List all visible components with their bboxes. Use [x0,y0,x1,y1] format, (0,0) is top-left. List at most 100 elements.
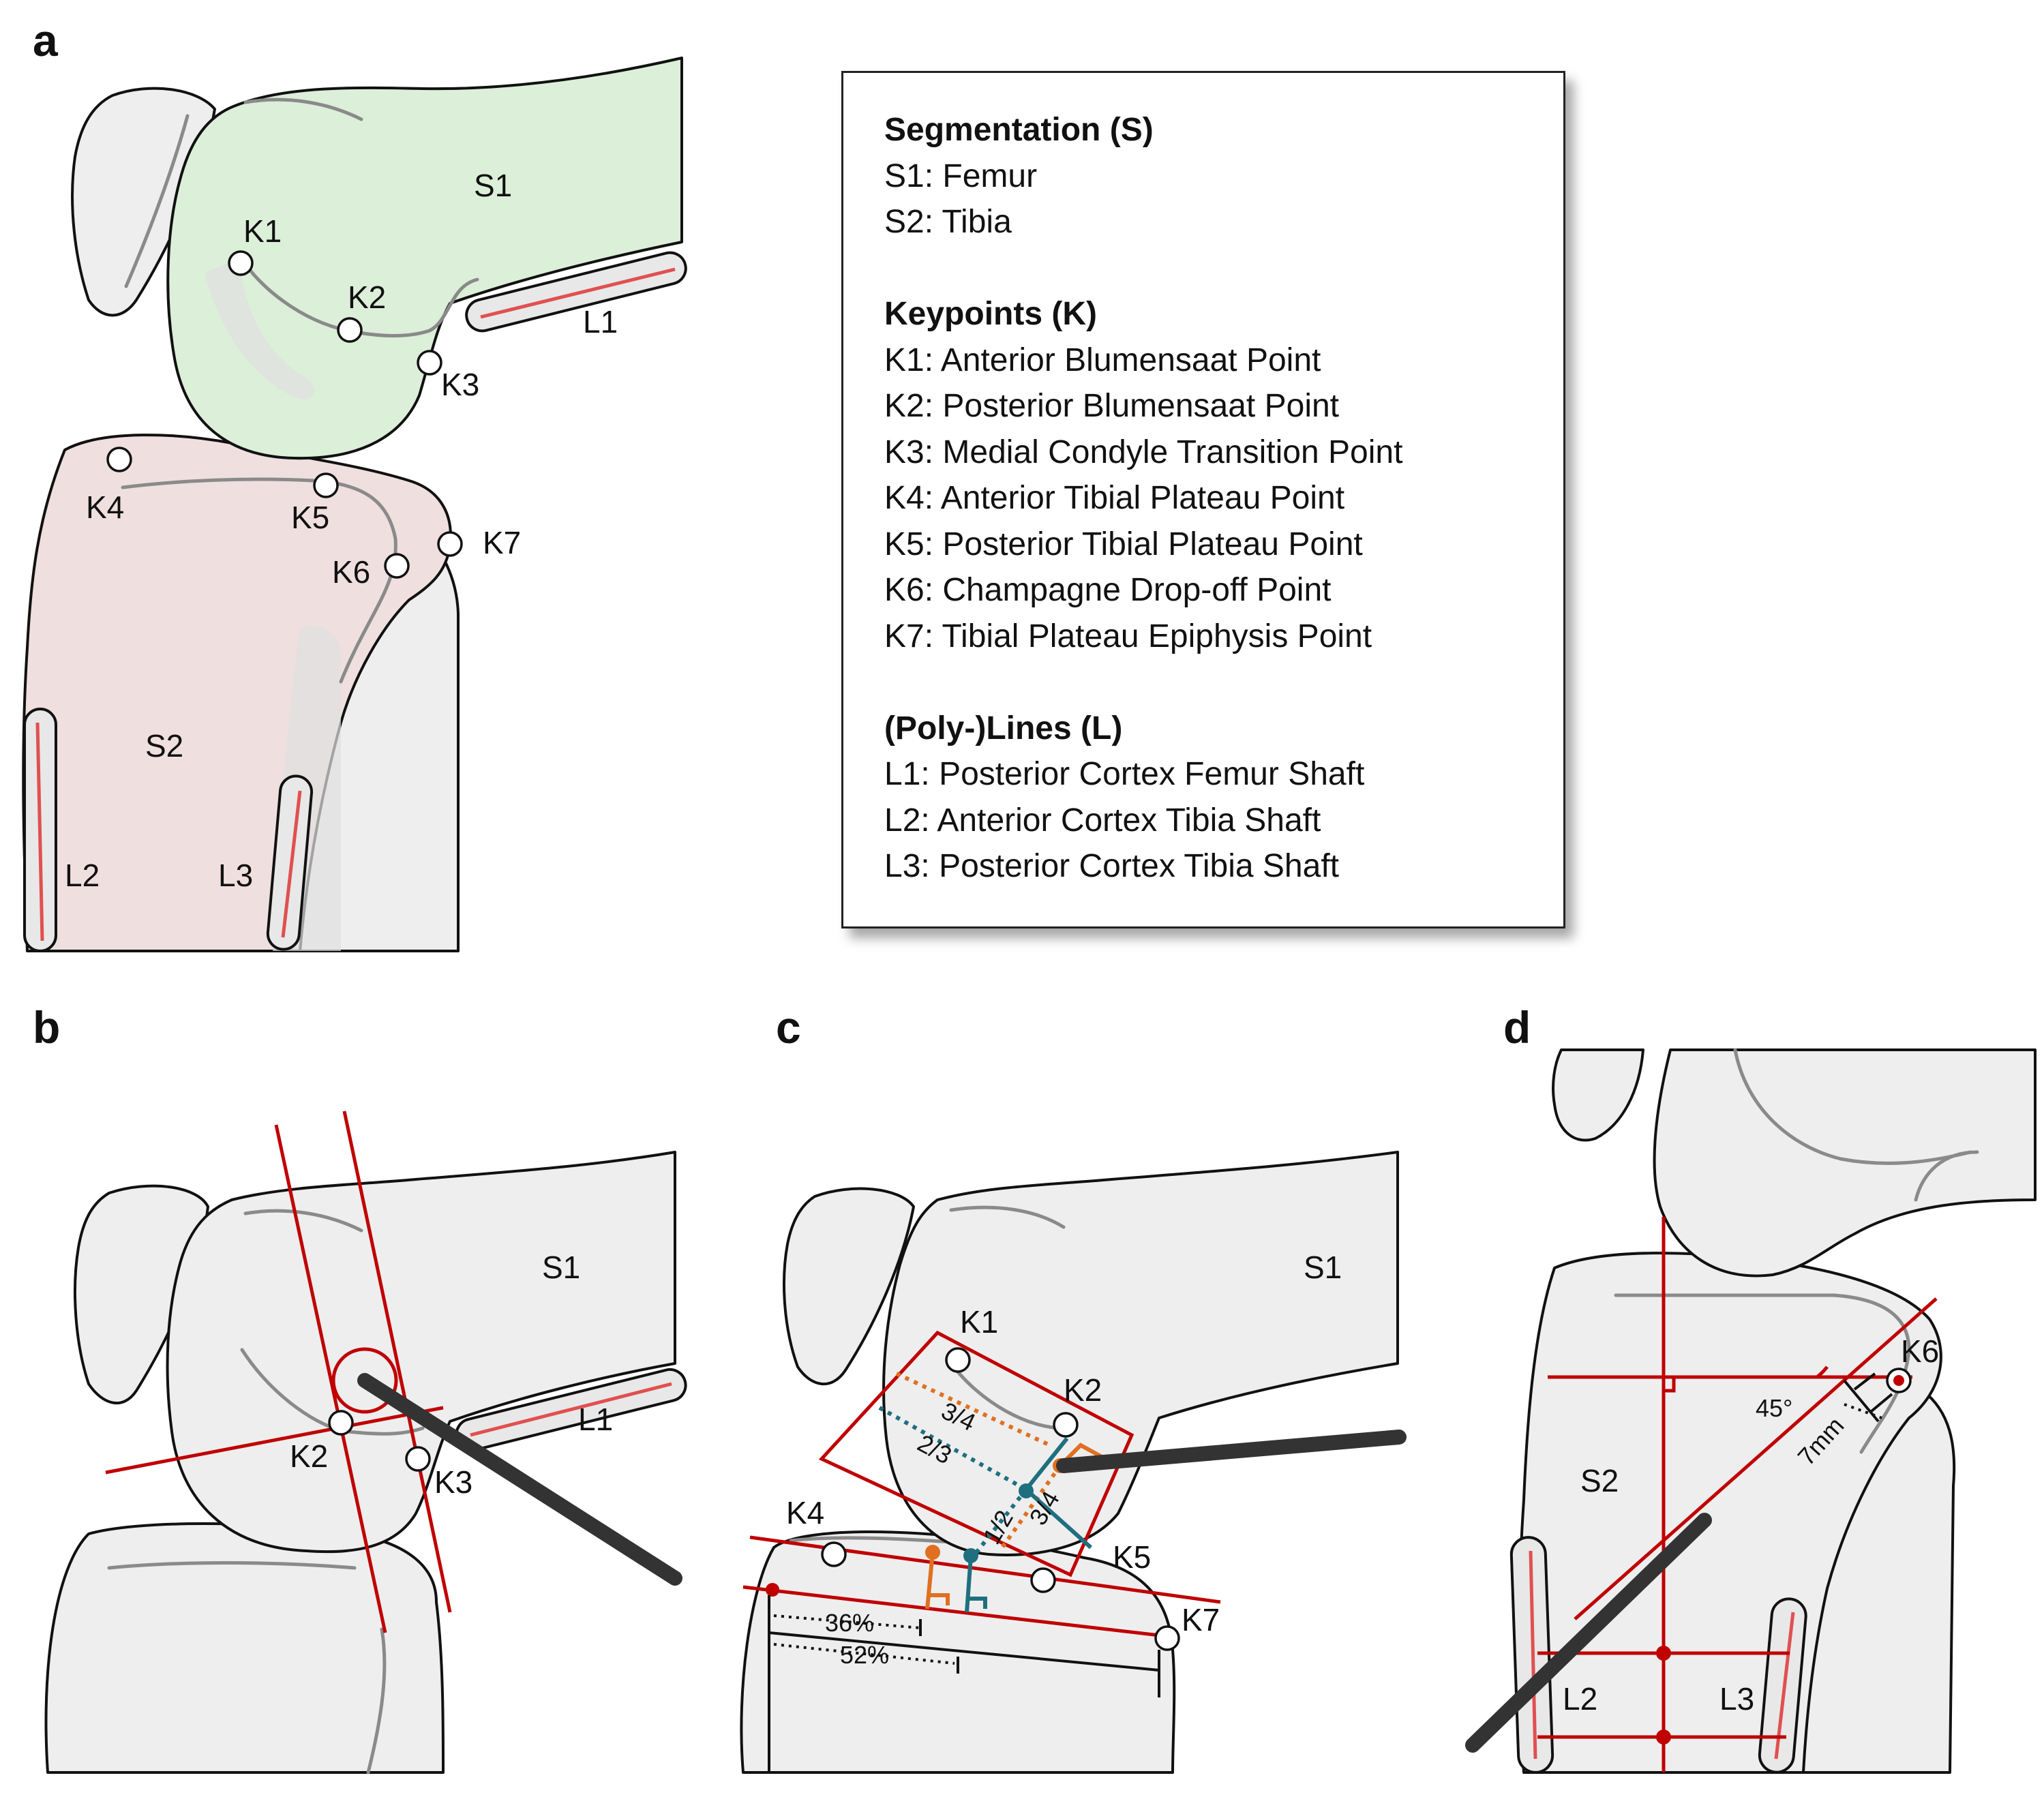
label-l2: L2 [65,858,100,893]
panel-c-pct-ticks [919,1619,959,1674]
panel-c-baseline [768,1595,1160,1772]
panel-b-label-k2: K2 [290,1438,328,1474]
panel-d-diagonal-line [1574,1297,1938,1620]
legend-keypoint-item: K3: Medial Condyle Transition Point [884,434,1403,470]
panel-c-teal-perp [965,1555,987,1613]
panel-c-teal-dot-2 [963,1548,978,1563]
panel-b-label-k3: K3 [434,1464,472,1500]
blumensaat-line [240,257,479,337]
label-s1: S1 [474,168,512,203]
panel-d-femur [1653,1048,2037,1278]
panel-c: c [740,1002,1407,1774]
femur-shade [205,259,314,399]
panel-c-orange-dotted-3-4b [1000,1464,1062,1549]
keypoint-k4 [106,447,132,472]
legend-keypoint-item: K4: Anterior Tibial Plateau Point [884,480,1345,516]
keypoint-k1 [228,250,254,276]
patella-inner-line [124,114,190,288]
label-k1: K1 [243,213,282,249]
panel-d-angle-arc [1816,1365,1829,1378]
panel-c-femur [882,1151,1399,1556]
panel-b-red-line-2 [342,1111,452,1613]
keypoint-k3 [417,350,442,376]
panel-b-femur [166,1151,676,1554]
panel-b-red-line-3 [105,1406,444,1475]
panel-c-keypoint-k2 [1053,1412,1079,1438]
label-l3: L3 [218,858,253,893]
panel-c-keypoint-k7 [1154,1625,1180,1651]
panel-d-label-l3: L3 [1719,1681,1754,1717]
panel-d-dot-1 [1656,1646,1671,1661]
legend-line-item: L1: Posterior Cortex Femur Shaft [884,756,1365,792]
panel-d-label-s2: S2 [1580,1463,1619,1498]
panel-c-label-s1: S1 [1304,1250,1342,1285]
panel-b-red-line-1 [274,1124,387,1633]
panel-d-right-angle [1664,1377,1676,1393]
panel-c-label-k2: K2 [1064,1372,1102,1408]
keypoint-k5 [313,472,339,498]
panel-c-label-k1: K1 [960,1304,998,1340]
panel-b-label-l1: L1 [578,1402,613,1437]
l2-polyline [23,708,57,952]
panel-d-l3 [1758,1597,1807,1774]
panel-d-femur-inner [1733,1048,1972,1165]
panel-c-36-dotted [773,1614,921,1629]
panel-c-blumensaat-line [949,1361,1066,1430]
panel-c-bounding-rectangle [818,1330,1134,1577]
label-k4: K4 [86,489,124,525]
panel-c-orange-dot-1 [925,1545,940,1560]
panel-d-label-l2: L2 [1563,1681,1597,1717]
label-s2: S2 [145,728,183,764]
panel-c-label-36: 36% [825,1609,874,1637]
label-k7: K7 [483,525,521,560]
legend-segmentation-item: S1: Femur [884,157,1038,194]
label-k3: K3 [441,367,479,402]
panel-c-teal-dotted-1-2 [973,1488,1028,1556]
panel-c-label-k7: K7 [1182,1602,1220,1637]
panel-d-label-45: 45° [1756,1394,1792,1422]
l1-polyline [465,251,687,333]
panel-c-femur-condyle-line [949,1205,1066,1229]
legend-line-item: L2: Anterior Cortex Tibia Shaft [884,802,1321,839]
panel-c-red-dot [766,1583,779,1597]
panel-c-keypoint-k5 [1030,1567,1056,1593]
keypoint-k6 [384,553,410,579]
panel-c-teal-lines [1024,1437,1093,1550]
panel-a-letter: a [33,15,59,65]
panel-c-teal-dot-1 [1019,1483,1034,1498]
panel-c-pointer [1056,1430,1407,1473]
panel-c-keypoint-k4 [821,1541,847,1567]
femur-condyle-line [243,97,363,121]
legend-keypoint-item: K2: Posterior Blumensaat Point [884,388,1340,424]
panel-d: d [1465,1002,2037,1774]
legend-keypoint-item: K5: Posterior Tibial Plateau Point [884,526,1363,562]
panel-d-pointer [1465,1513,1712,1753]
panel-b-letter: b [33,1002,60,1053]
legend-line-item: L3: Posterior Cortex Tibia Shaft [884,848,1339,884]
label-k2: K2 [348,280,386,315]
panel-b-femur-condyle-line [243,1209,363,1233]
panel-c-orange-perp [925,1552,950,1610]
keypoint-k2 [337,317,363,343]
tibia-plateau-line [121,477,397,684]
panel-b: b S1 K2 K3 L1 [33,1002,687,1775]
legend-keypoint-item: K6: Champagne Drop-off Point [884,572,1332,608]
legend-keypoints-title: Keypoints (K) [884,296,1097,332]
panel-c-label-k4: K4 [786,1495,824,1530]
keypoint-k7 [437,531,463,557]
label-k5: K5 [291,500,329,535]
panel-d-keypoint-k6-dot [1893,1375,1904,1386]
legend-keypoint-item: K7: Tibial Plateau Epiphysis Point [884,618,1372,654]
panel-d-plateau-line [1614,1293,1911,1454]
panel-d-letter: d [1503,1002,1531,1053]
panel-c-letter: c [776,1002,801,1053]
panel-c-plateau-line-2 [742,1585,1167,1638]
panel-d-dot-2 [1656,1730,1671,1745]
panel-b-patella [74,1184,209,1404]
panel-d-patella [1552,1048,1644,1142]
panel-b-pointer [357,1373,682,1586]
panel-d-label-k6: K6 [1901,1333,1939,1369]
label-l1: L1 [583,304,618,339]
panel-b-tibia-inner [366,1627,387,1775]
